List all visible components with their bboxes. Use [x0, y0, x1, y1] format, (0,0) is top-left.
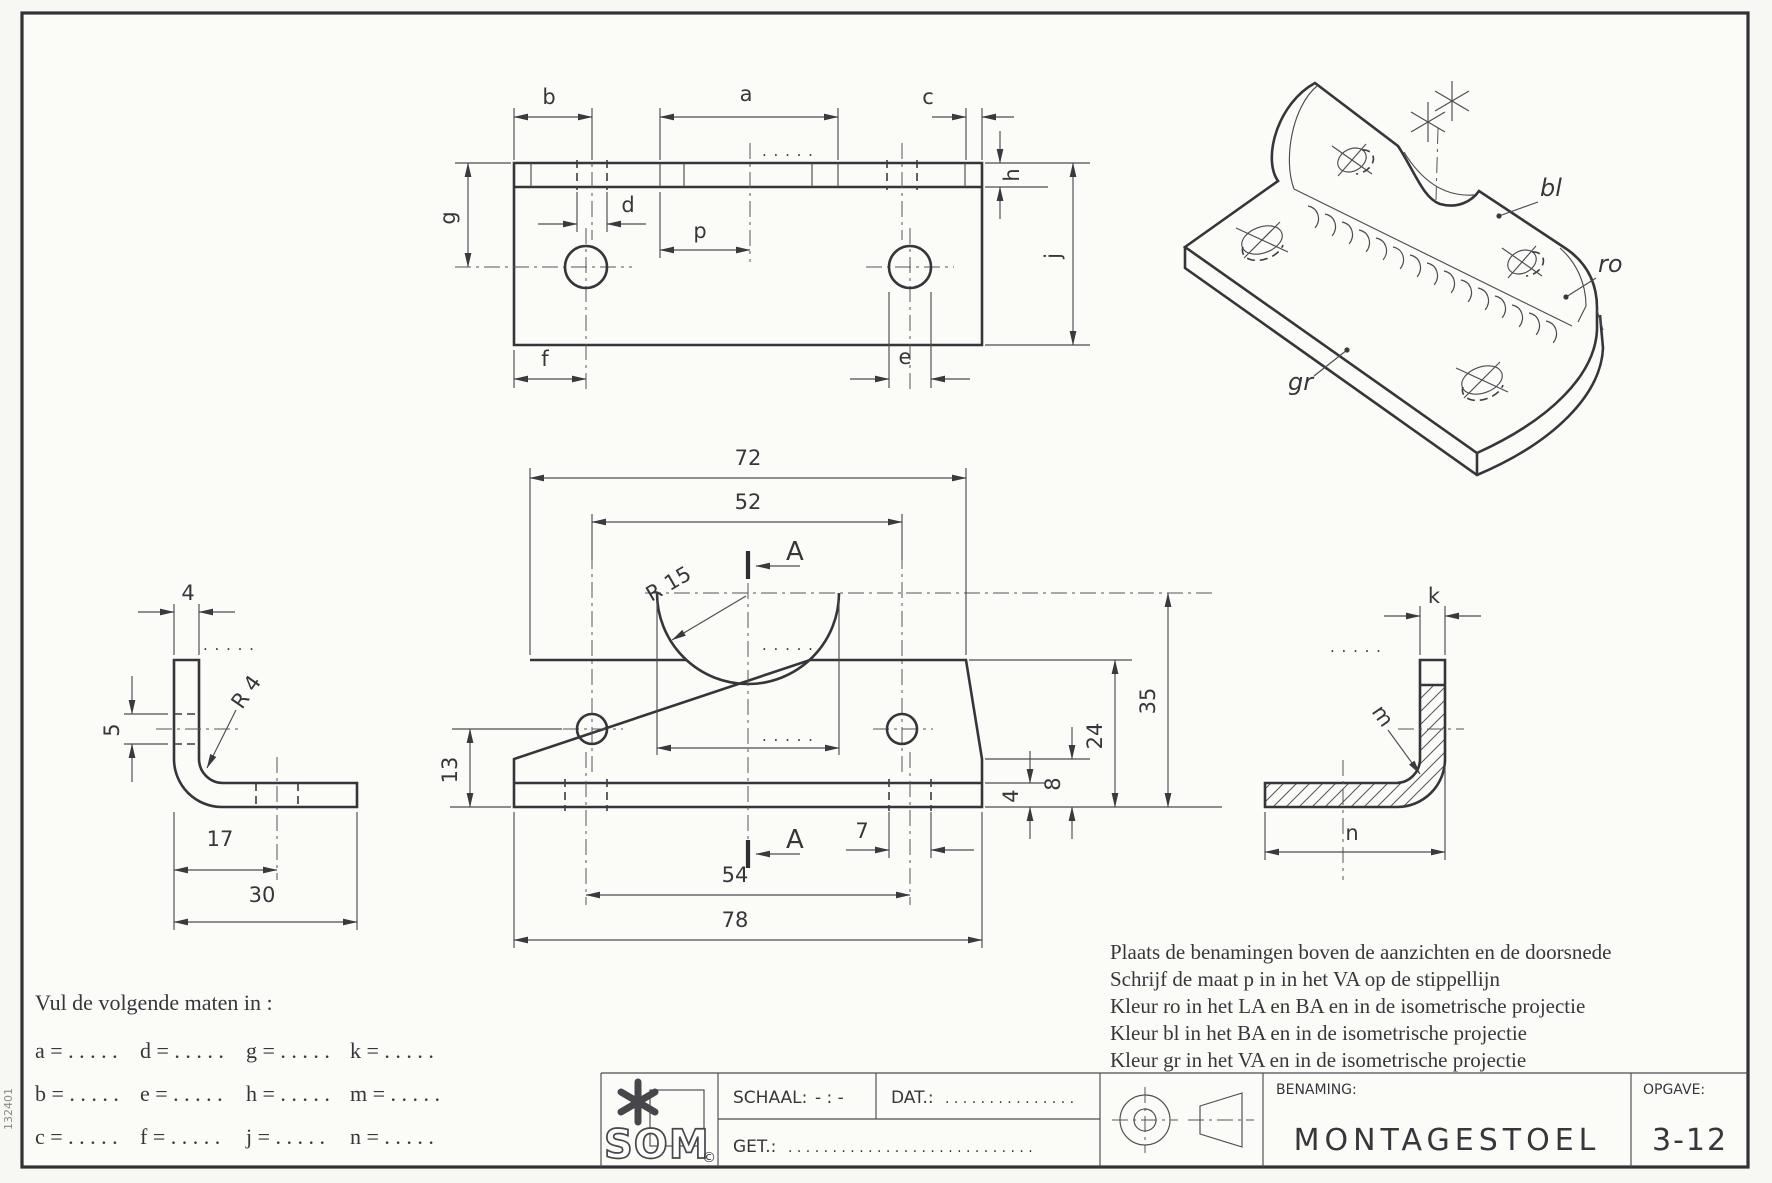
benaming-label: BENAMING: [1276, 1082, 1357, 1098]
instruction-2: Schrijf de maat p in in het VA op de sti… [1110, 967, 1501, 991]
dim-72: 72 [735, 446, 762, 470]
opgave-label: OPGAVE: [1643, 1082, 1705, 1098]
fill-in-notes: Vul de volgende maten in : a = . . . . .… [35, 990, 440, 1149]
fill-in-n: n = . . . . . [350, 1124, 434, 1149]
fill-in-a: a = . . . . . [35, 1038, 118, 1063]
dim-k: k [1428, 584, 1441, 608]
dim-g: g [436, 211, 460, 224]
dim-b: b [542, 85, 555, 109]
projection-symbol-icon [1112, 1087, 1254, 1153]
dim-7: 7 [855, 819, 868, 843]
fill-in-m: m = . . . . . [350, 1081, 440, 1106]
dim-j: j [1041, 253, 1065, 260]
sheet-margin-number: 132401 [2, 1088, 15, 1130]
fill-in-title: Vul de volgende maten in : [35, 990, 273, 1015]
benaming-value: MONTAGESTOEL [1294, 1123, 1601, 1158]
dim-h: h [1000, 168, 1024, 181]
fill-in-f: f = . . . . . [140, 1124, 220, 1149]
isometric-view: bl ro gr [1182, 81, 1623, 477]
dat-dots: . . . . . . . . . . . . . . . [945, 1091, 1074, 1107]
som-logo: SOM © [603, 1078, 716, 1169]
dim-4-left: 4 [181, 581, 194, 605]
front-stippellijn-1: . . . . . [762, 636, 814, 654]
section-label-bottom: A [786, 825, 804, 855]
dim-5: 5 [100, 723, 124, 736]
fill-in-c: c = . . . . . [35, 1124, 118, 1149]
dim-n: n [1345, 821, 1358, 845]
opgave-value: 3-12 [1652, 1123, 1728, 1158]
fill-in-k: k = . . . . . [350, 1038, 434, 1063]
instructions: Plaats de benamingen boven de aanzichten… [1110, 940, 1611, 1072]
get-label: GET.: [733, 1137, 776, 1157]
schaal-value: - : - [815, 1088, 844, 1108]
fill-in-b: b = . . . . . [35, 1081, 119, 1106]
dim-a: a [740, 82, 753, 106]
get-dots: . . . . . . . . . . . . . . . . . . . . … [788, 1140, 1033, 1156]
top-view-stippellijn: . . . . . [762, 142, 814, 160]
instruction-4: Kleur bl in het BA en in de isometrische… [1110, 1021, 1527, 1045]
left-view-stippellijn: . . . . . [203, 636, 255, 654]
dim-e: e [899, 345, 912, 369]
instruction-3: Kleur ro in het LA en BA en in de isomet… [1110, 994, 1585, 1018]
fill-in-j: j = . . . . . [245, 1124, 325, 1149]
dim-8: 8 [1041, 777, 1065, 790]
dat-label: DAT.: [891, 1088, 934, 1108]
dim-30: 30 [249, 883, 276, 907]
fill-in-g: g = . . . . . [246, 1038, 330, 1063]
fill-in-d: d = . . . . . [140, 1038, 224, 1063]
som-logo-text: SOM [604, 1122, 710, 1168]
section-view: . . . . . k m n [1263, 584, 1481, 880]
schaal-label: SCHAAL: [733, 1088, 807, 1108]
front-view: . . . . . . . . . . R 15 A A 72 52 13 7 … [438, 446, 1222, 948]
dim-17: 17 [207, 827, 234, 851]
dim-78: 78 [722, 908, 749, 932]
instruction-1: Plaats de benamingen boven de aanzichten… [1110, 940, 1611, 964]
dim-52: 52 [735, 490, 762, 514]
front-stippellijn-2: . . . . . [762, 727, 814, 745]
dim-24: 24 [1083, 723, 1107, 750]
fill-in-h: h = . . . . . [246, 1081, 330, 1106]
dim-c: c [922, 85, 934, 109]
dim-p: p [693, 219, 706, 243]
top-view: . . . . . b a c d p g h j f e [436, 82, 1090, 392]
copyright-mark: © [702, 1150, 716, 1166]
section-stippellijn: . . . . . [1330, 638, 1382, 656]
title-block: SOM © SCHAAL: - : - DAT.: . . . . . . . … [600, 1072, 1748, 1169]
iso-label-bl: bl [1540, 174, 1562, 202]
dim-d: d [621, 193, 634, 217]
iso-label-gr: gr [1288, 368, 1315, 396]
dim-35: 35 [1136, 688, 1160, 715]
instruction-5: Kleur gr in het VA en in de isometrische… [1110, 1048, 1526, 1072]
dim-f: f [541, 347, 549, 371]
fill-in-e: e = . . . . . [140, 1081, 223, 1106]
dim-4-front: 4 [999, 789, 1023, 802]
dim-54: 54 [722, 863, 749, 887]
dim-13: 13 [438, 757, 462, 784]
iso-label-ro: ro [1598, 250, 1623, 278]
section-label-top: A [786, 537, 804, 567]
